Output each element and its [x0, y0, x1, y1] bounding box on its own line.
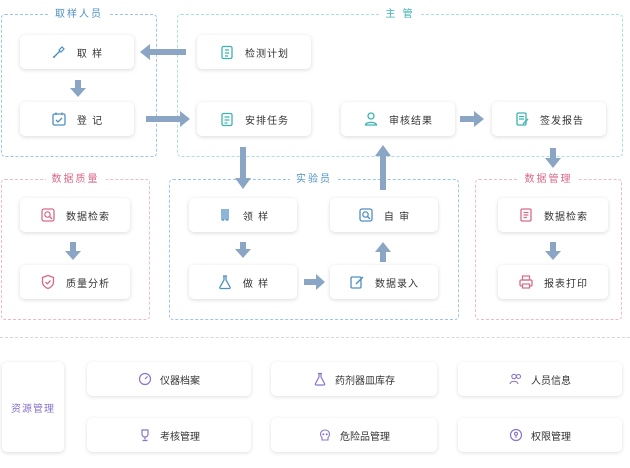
- arrow-dsearch-to-analysis: [65, 242, 81, 260]
- node-data-search-right[interactable]: 数据检索: [498, 198, 608, 232]
- group-title-experimenter: 实验员: [290, 174, 338, 185]
- group-supervisor: 主 管: [177, 9, 623, 157]
- node-do-sample[interactable]: 做 样: [189, 265, 297, 299]
- node-receive-sample[interactable]: 领 样: [189, 198, 297, 232]
- node-test-plan[interactable]: 检测计划: [197, 35, 311, 69]
- node-label: 取 样: [76, 48, 104, 60]
- flask-icon: [219, 275, 231, 290]
- node-label: 做 样: [242, 278, 270, 290]
- res-hazmat-management[interactable]: 危险品管理: [271, 418, 437, 452]
- node-label: 报表打印: [544, 278, 588, 290]
- node-label: 领 样: [242, 211, 270, 223]
- pipette-icon: [52, 46, 65, 58]
- res-label: 权限管理: [531, 431, 571, 443]
- res-assessment-management[interactable]: 考核管理: [87, 418, 251, 452]
- group-title-data-management: 数据管理: [518, 174, 579, 185]
- node-quality-analysis[interactable]: 质量分析: [20, 265, 130, 299]
- node-arrange-task[interactable]: 安排任务: [197, 102, 311, 136]
- resource-management-title: 资源管理: [2, 362, 64, 452]
- document-list-icon: [520, 208, 532, 222]
- arrow-sampling-to-register: [70, 80, 86, 97]
- arrow-register-to-arrange: [146, 111, 190, 127]
- arrow-arrange-to-receive: [235, 147, 251, 189]
- node-sampling[interactable]: 取 样: [20, 35, 134, 69]
- res-label: 药剂器皿库存: [335, 375, 395, 387]
- res-label: 仪器档案: [160, 375, 200, 387]
- res-label: 考核管理: [160, 431, 200, 443]
- res-permission-management[interactable]: 权限管理: [458, 418, 622, 452]
- skull-icon: [319, 429, 331, 441]
- group-title-data-quality: 数据质量: [45, 174, 106, 185]
- calendar-check-icon: [52, 112, 66, 126]
- group-data-management: 数据管理: [475, 174, 622, 320]
- clipboard-icon: [221, 45, 233, 60]
- node-label: 审核结果: [389, 115, 433, 127]
- node-label: 自 审: [383, 211, 411, 223]
- node-label: 检测计划: [245, 48, 289, 60]
- arrow-plan-to-sampling: [140, 44, 186, 60]
- section-divider: [0, 337, 630, 338]
- node-label: 数据录入: [375, 278, 419, 290]
- node-self-review[interactable]: 自 审: [330, 198, 438, 232]
- arrow-entry-to-review: [375, 242, 391, 262]
- arrow-result-to-issue: [460, 111, 484, 127]
- node-label: 数据检索: [544, 211, 588, 223]
- node-review-result[interactable]: 审核结果: [341, 102, 455, 136]
- arrow-do-to-entry: [304, 274, 325, 290]
- trophy-icon: [141, 429, 149, 442]
- node-register[interactable]: 登 记: [20, 102, 134, 136]
- res-reagent-inventory[interactable]: 药剂器皿库存: [271, 362, 437, 396]
- magnify-doc-icon: [359, 208, 373, 222]
- arrow-search-to-print: [545, 242, 561, 260]
- res-instrument-archive[interactable]: 仪器档案: [87, 362, 251, 396]
- node-data-entry[interactable]: 数据录入: [330, 265, 438, 299]
- node-label: 数据检索: [66, 211, 110, 223]
- group-title-sampler: 取样人员: [49, 9, 109, 20]
- group-data-quality: 数据质量: [1, 174, 150, 320]
- user-check-icon: [364, 112, 378, 126]
- group-experimenter: 实验员: [169, 174, 459, 320]
- shield-check-icon: [41, 274, 55, 290]
- node-issue-report[interactable]: 签发报告: [492, 102, 606, 136]
- task-list-icon: [221, 112, 233, 127]
- people-icon: [509, 373, 522, 385]
- edit-icon: [350, 276, 364, 289]
- group-title-supervisor: 主 管: [379, 9, 421, 20]
- printer-icon: [519, 275, 533, 289]
- group-sampler: 取样人员: [1, 9, 157, 157]
- res-personnel-info[interactable]: 人员信息: [458, 362, 622, 396]
- node-report-print[interactable]: 报表打印: [498, 265, 608, 299]
- flask-icon: [314, 372, 326, 386]
- arrow-issue-to-search: [545, 148, 561, 168]
- arrow-receive-to-do: [235, 242, 251, 258]
- shield-key-icon: [509, 428, 523, 442]
- node-label: 登 记: [76, 115, 104, 127]
- search-doc-icon: [41, 208, 55, 222]
- arrow-self-to-result: [375, 145, 391, 190]
- test-tubes-icon: [221, 209, 229, 221]
- node-data-search-left[interactable]: 数据检索: [20, 198, 130, 232]
- node-label: 签发报告: [540, 115, 584, 127]
- gauge-icon: [138, 372, 152, 386]
- node-label: 安排任务: [245, 115, 289, 127]
- res-label: 人员信息: [531, 375, 571, 387]
- report-sign-icon: [516, 112, 529, 126]
- node-label: 质量分析: [66, 278, 110, 290]
- res-label: 危险品管理: [340, 431, 390, 443]
